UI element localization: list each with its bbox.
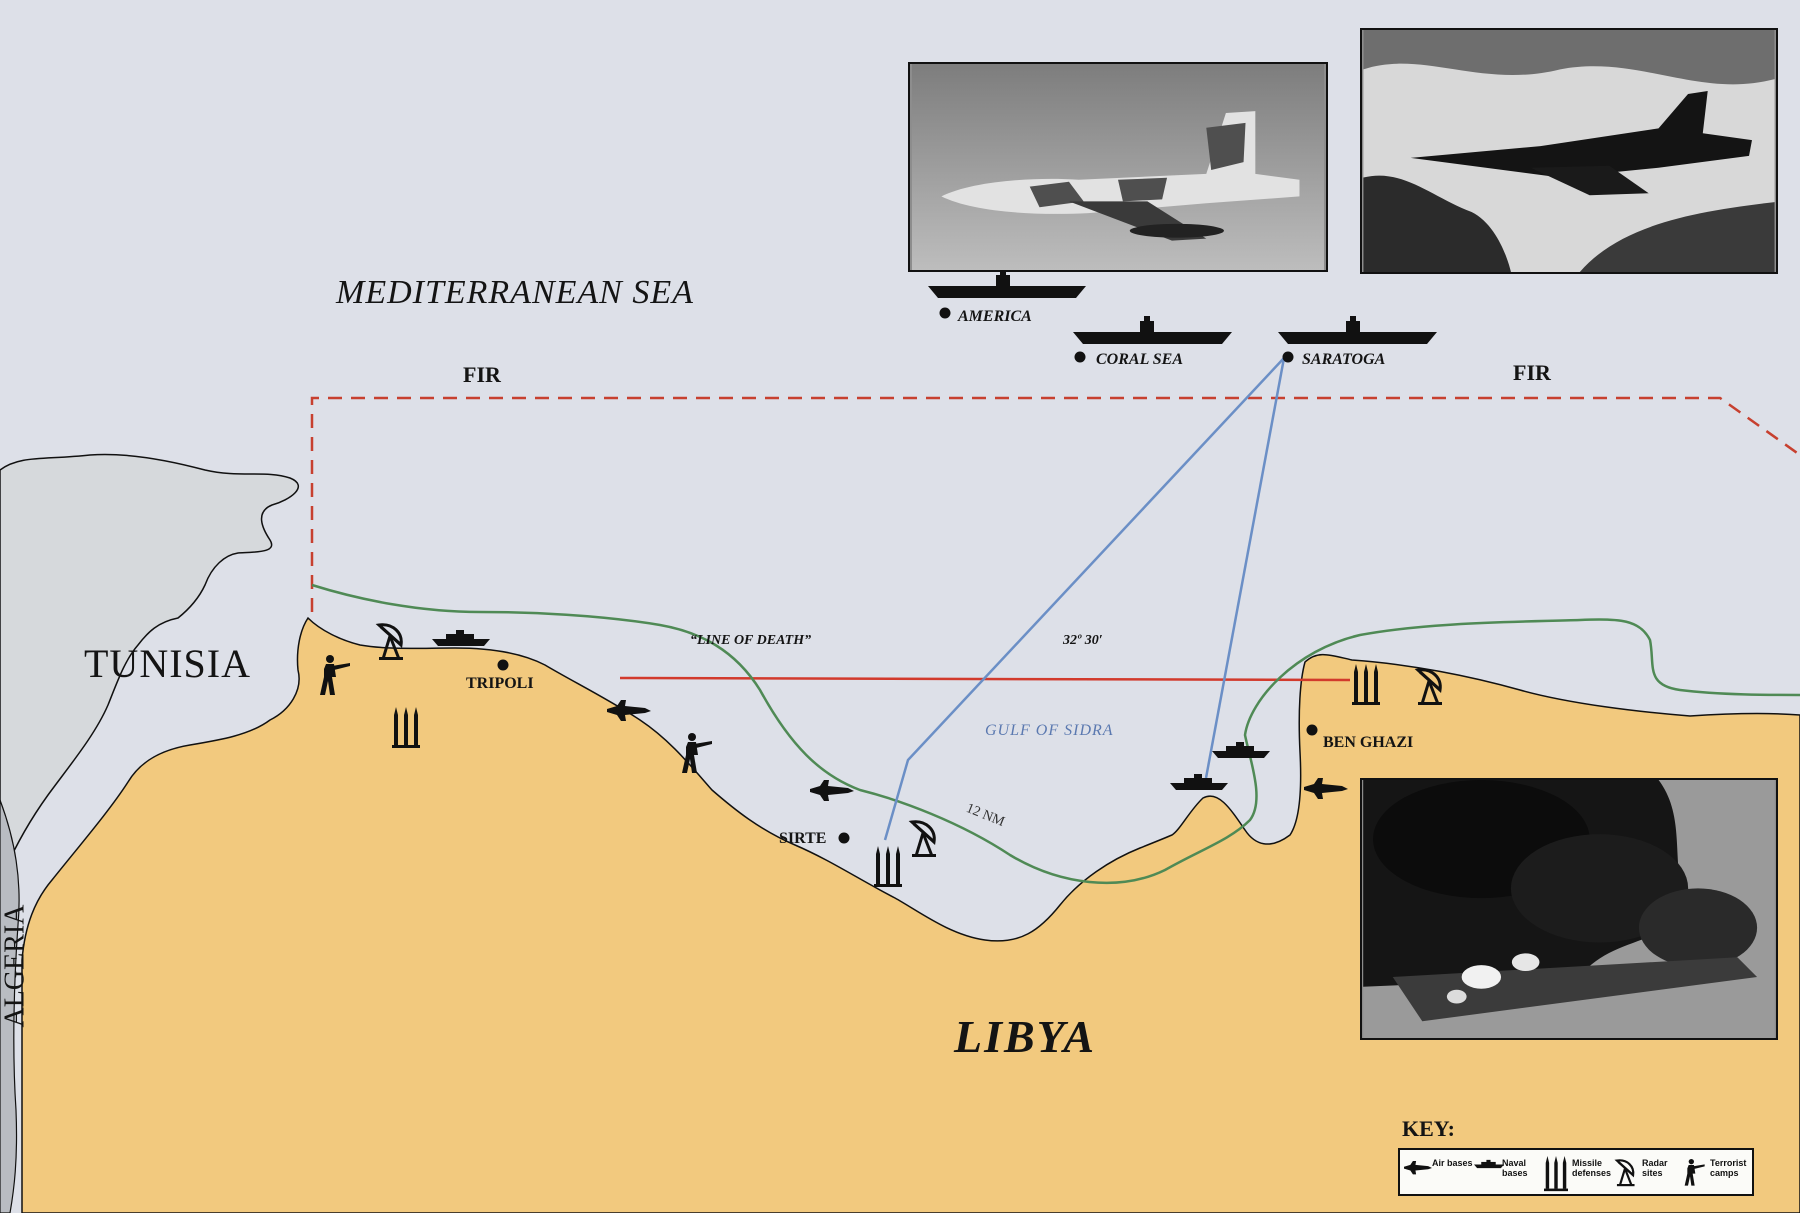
gulf-label: GULF OF SIDRA — [985, 722, 1114, 739]
city-tripoli-label: TRIPOLI — [466, 675, 534, 692]
sirte-dot — [838, 832, 850, 844]
carrier-saratoga-icon — [1278, 316, 1437, 363]
algeria-label: ALGERIA — [0, 904, 31, 1028]
missile-defense-icon — [874, 846, 902, 887]
carrier-coral-sea-icon — [1073, 316, 1232, 363]
libya-land — [21, 616, 1800, 1213]
sea-label: MEDITERRANEAN SEA — [336, 274, 694, 311]
latitude-label: 32º 30′ — [1063, 633, 1103, 648]
terrorist-camp-icon — [1684, 1159, 1705, 1186]
key-label-radar-sites: Radar sites — [1642, 1158, 1668, 1178]
key-item-air-bases: Air bases — [1404, 1152, 1473, 1196]
key-title: KEY: — [1402, 1116, 1455, 1141]
city-sirte-label: SIRTE — [779, 830, 827, 847]
missile-defense-icon — [1544, 1156, 1568, 1192]
key-label-air-bases: Air bases — [1432, 1158, 1473, 1168]
photo-jet-fighter-camouflage — [908, 62, 1328, 272]
photo-jet-fighter-clouds — [1360, 28, 1778, 274]
jet-fighter-clouds-photo — [1363, 30, 1775, 272]
key-item-missile-defenses: Missile defenses — [1544, 1152, 1612, 1196]
carrier-america-icon — [928, 270, 1086, 319]
carrier-saratoga-label: SARATOGA — [1302, 351, 1386, 368]
key-item-naval-bases: Naval bases — [1474, 1152, 1542, 1196]
jet-fighter-photo — [912, 64, 1324, 270]
strike-route-west — [883, 357, 1285, 841]
carrier-coral-sea-label: CORAL SEA — [1096, 351, 1183, 368]
radar-site-icon — [1615, 1159, 1636, 1188]
missile-defense-icon — [392, 707, 420, 748]
carrier-america-label: AMERICA — [958, 308, 1032, 325]
key-label-terrorist-camps: Terrorist camps — [1710, 1158, 1747, 1178]
burning-ship-photo — [1363, 780, 1775, 1038]
line-of-death-label: “LINE OF DEATH” — [690, 633, 812, 648]
fir-label-left: FIR — [463, 362, 501, 387]
photo-burning-ship — [1360, 778, 1778, 1040]
twelve-nm-limit — [311, 583, 1800, 885]
missile-defense-icon — [1352, 664, 1380, 705]
key-item-terrorist-camps: Terrorist camps — [1682, 1152, 1750, 1196]
tunisia-label: TUNISIA — [84, 641, 251, 686]
ben-ghazi-dot — [1306, 724, 1318, 736]
algeria-land — [0, 799, 20, 1213]
air-base-icon — [1404, 1161, 1432, 1175]
key-label-missile-defenses: Missile defenses — [1572, 1158, 1612, 1178]
city-ben-ghazi-label: BEN GHAZI — [1323, 734, 1414, 751]
strike-route-east — [1204, 357, 1286, 779]
key-item-radar-sites: Radar sites — [1614, 1152, 1682, 1196]
tripoli-dot — [497, 659, 509, 671]
libya-label: LIBYA — [954, 1011, 1097, 1062]
fir-label-right: FIR — [1513, 360, 1551, 385]
map-key: Air bases Naval bases Missile defenses R… — [1398, 1148, 1754, 1196]
tunisia-land — [0, 453, 299, 881]
key-label-naval-bases: Naval bases — [1502, 1158, 1528, 1178]
naval-base-icon — [1474, 1159, 1504, 1169]
